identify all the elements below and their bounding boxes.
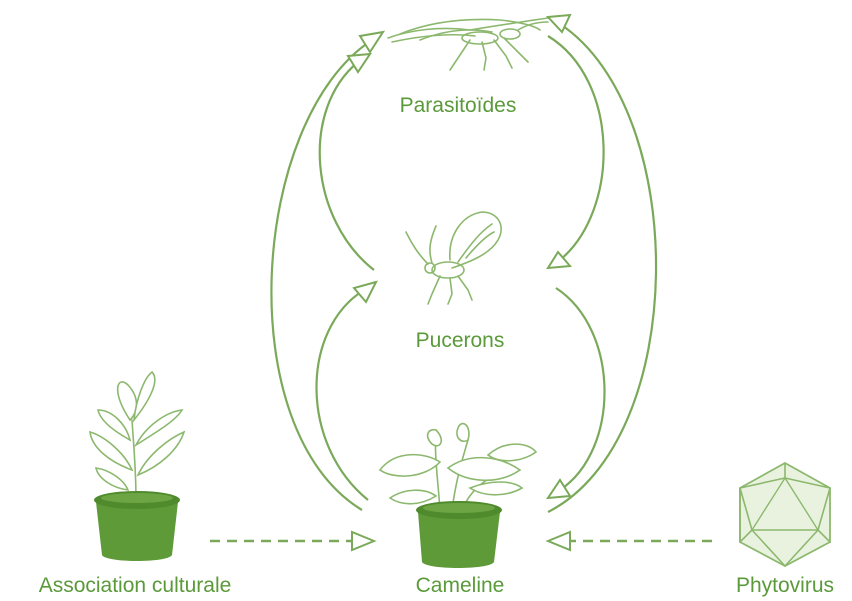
label-parasitoides: Parasitoïdes [400,94,517,117]
companion-plant-icon [90,372,184,561]
aphid-icon [406,212,501,304]
label-pucerons: Pucerons [416,329,505,352]
virus-icon [740,463,830,566]
arrow-cameline-to-parasitoides [271,32,383,510]
arrow-association-to-cameline [210,532,374,550]
wasp-icon [388,18,548,70]
arrow-pucerons-to-cameline [548,288,605,498]
arrow-cameline-to-pucerons [316,282,376,500]
potted-plant-icon [380,424,536,568]
arrow-phytovirus-to-cameline [548,532,712,550]
arrow-pucerons-to-parasitoides [320,54,374,270]
label-association-culturale: Association culturale [39,574,232,597]
label-cameline: Cameline [416,574,505,597]
label-phytovirus: Phytovirus [736,574,834,597]
arrow-parasitoides-to-pucerons [548,36,604,268]
